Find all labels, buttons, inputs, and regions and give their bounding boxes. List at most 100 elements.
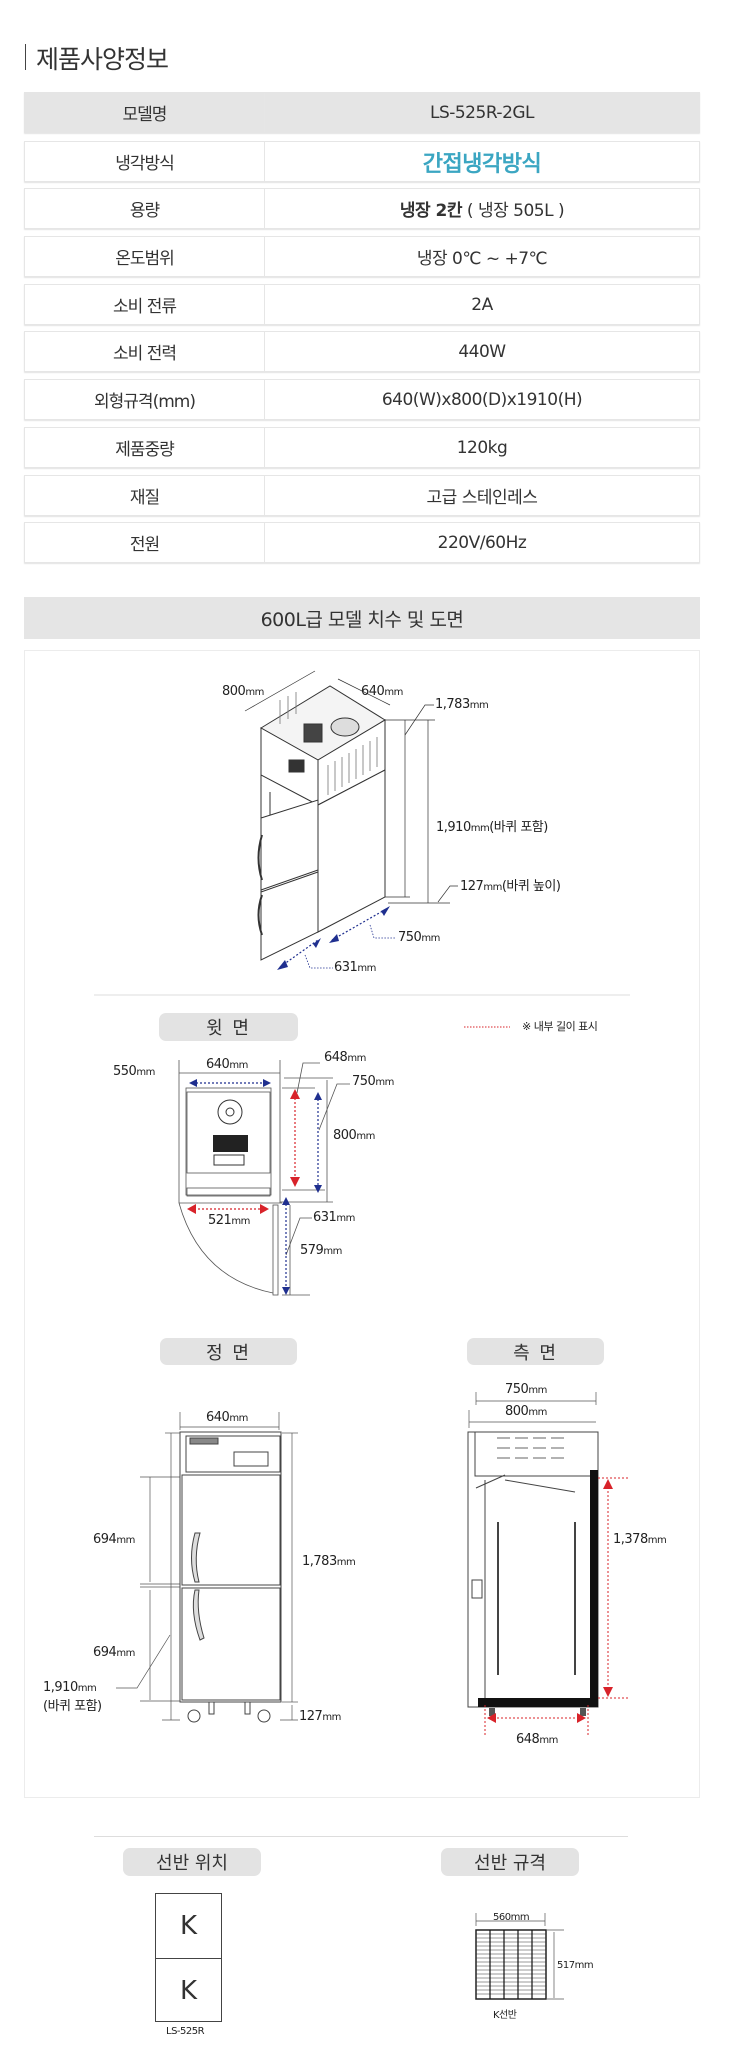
spec-row-current: 소비 전류 2A bbox=[24, 284, 700, 325]
side-inner-height-label: 1,378mm bbox=[613, 1532, 667, 1549]
shelf-depth-label: 517mm bbox=[557, 1958, 594, 1974]
spec-label: 용량 bbox=[25, 189, 265, 228]
spec-value: 440W bbox=[458, 341, 506, 362]
page-title: 제품사양정보 bbox=[36, 45, 169, 74]
dimension-value: 800 bbox=[222, 684, 246, 699]
spec-row-weight: 제품중량 120kg bbox=[24, 427, 700, 468]
dimension-value: 631 bbox=[313, 1210, 337, 1225]
unit-text: mm bbox=[357, 963, 376, 974]
top-depth-label: 800mm bbox=[333, 1128, 375, 1145]
spec-row-power-supply: 전원 220V/60Hz bbox=[24, 522, 700, 563]
top-door-open-label: 631mm bbox=[313, 1210, 355, 1227]
spec-value: 120kg bbox=[456, 437, 508, 458]
top-door-inner-label: 521mm bbox=[208, 1213, 250, 1230]
spec-row-material: 재질 고급 스테인레스 bbox=[24, 475, 700, 516]
dimension-value: 127 bbox=[460, 879, 484, 894]
spec-label: 냉각방식 bbox=[25, 142, 265, 181]
dimension-value: 521 bbox=[208, 1213, 232, 1228]
unit-text: mm bbox=[528, 1385, 547, 1396]
unit-text: mm bbox=[510, 1912, 530, 1923]
unit-text: mm bbox=[528, 1407, 547, 1418]
dimension-value: 800 bbox=[505, 1404, 529, 1419]
shelf-spec-title: 선반 규격 bbox=[441, 1848, 579, 1876]
spec-label: 제품중량 bbox=[25, 428, 265, 467]
dimension-value: 1,783 bbox=[302, 1554, 337, 1569]
shelf-width-label: 560mm bbox=[493, 1910, 530, 1926]
spec-label: 전원 bbox=[25, 523, 265, 562]
unit-text: mm bbox=[470, 823, 490, 834]
unit-text: mm bbox=[229, 1413, 248, 1424]
dimension-value: 648 bbox=[324, 1050, 348, 1065]
dimension-value: 1,378 bbox=[613, 1532, 648, 1547]
shelf-name-label: K선반 bbox=[493, 2010, 517, 2021]
top-view-title: 윗 면 bbox=[159, 1013, 298, 1041]
side-inner-depth-label: 750mm bbox=[505, 1382, 547, 1399]
unit-text: mm bbox=[231, 1216, 250, 1227]
front-total-height-note: (바퀴 포함) bbox=[43, 1699, 102, 1714]
spec-value: LS-525R-2GL bbox=[429, 102, 535, 123]
unit-text: mm bbox=[384, 687, 403, 698]
shelves-divider bbox=[94, 1836, 628, 1837]
title-accent-bar bbox=[25, 44, 26, 70]
dimension-value: 550 bbox=[113, 1064, 137, 1079]
side-inner-bottom-label: 648mm bbox=[516, 1732, 558, 1749]
unit-text: mm bbox=[336, 1213, 355, 1224]
unit-text: mm bbox=[322, 1712, 341, 1723]
spec-label: 소비 전력 bbox=[25, 332, 265, 371]
spec-row-power: 소비 전력 440W bbox=[24, 331, 700, 372]
front-width-label: 640mm bbox=[206, 1410, 248, 1427]
iso-wheel-height-label: 127mm(바퀴 높이) bbox=[460, 879, 561, 896]
dimension-value: 640 bbox=[361, 684, 385, 699]
dimension-value: 579 bbox=[300, 1243, 324, 1258]
front-wheel-height-label: 127mm bbox=[299, 1709, 341, 1726]
dimension-value: 1,783 bbox=[435, 697, 470, 712]
spec-value: 냉장 0℃ ~ +7℃ bbox=[416, 249, 548, 269]
unit-text: mm bbox=[245, 687, 264, 698]
spec-row-temperature: 온도범위 냉장 0℃ ~ +7℃ bbox=[24, 236, 700, 277]
dimension-value: 694 bbox=[93, 1532, 117, 1547]
drawings-section-header: 600L급 모델 치수 및 도면 bbox=[24, 597, 700, 639]
spec-label: 모델명 bbox=[25, 93, 265, 132]
dimension-value: (바퀴 높이) bbox=[501, 879, 561, 894]
side-depth-label: 800mm bbox=[505, 1404, 547, 1421]
spec-value: 냉장 2칸 ( 냉장 505L ) bbox=[265, 189, 699, 228]
unit-text: mm bbox=[421, 933, 440, 944]
dimension-value: 640 bbox=[206, 1410, 230, 1425]
shelf-position-upper: K bbox=[156, 1894, 221, 1959]
unit-text: mm bbox=[323, 1246, 342, 1257]
spec-value: 고급 스테인레스 bbox=[426, 488, 538, 508]
dimension-value: (바퀴 포함) bbox=[489, 820, 548, 835]
front-upper-door-label: 694mm bbox=[93, 1532, 135, 1549]
unit-text: mm bbox=[647, 1535, 667, 1546]
dimension-value: 648 bbox=[516, 1732, 540, 1747]
dimension-value: 800 bbox=[333, 1128, 357, 1143]
spec-value: 220V/60Hz bbox=[437, 532, 527, 553]
unit-text: mm bbox=[347, 1053, 366, 1064]
unit-text: mm bbox=[356, 1131, 375, 1142]
spec-value-detail: ( 냉장 505L ) bbox=[462, 201, 565, 221]
unit-text: mm bbox=[336, 1557, 356, 1568]
iso-inner-width-label: 631mm bbox=[334, 960, 376, 977]
dimension-value: 1,910 bbox=[43, 1680, 78, 1695]
iso-inner-depth-label: 750mm bbox=[398, 930, 440, 947]
dimension-value: 1,910 bbox=[436, 820, 471, 835]
iso-body-height-label: 1,783mm bbox=[435, 697, 489, 714]
spec-value: 2A bbox=[471, 294, 493, 315]
unit-text: mm bbox=[116, 1535, 135, 1546]
front-view-title: 정 면 bbox=[160, 1338, 297, 1365]
front-lower-door-label: 694mm bbox=[93, 1645, 135, 1662]
unit-text: mm bbox=[375, 1077, 394, 1088]
shelf-model-label: LS-525R bbox=[166, 2026, 205, 2037]
dimension-value: 750 bbox=[398, 930, 422, 945]
spec-label: 온도범위 bbox=[25, 237, 265, 276]
drawings-box bbox=[24, 650, 700, 1798]
unit-text: mm bbox=[116, 1648, 135, 1659]
unit-text: mm bbox=[469, 700, 489, 711]
spec-value: 640(W)x800(D)x1910(H) bbox=[381, 389, 583, 410]
side-view-title: 측 면 bbox=[467, 1338, 604, 1365]
top-door-width-label: 579mm bbox=[300, 1243, 342, 1260]
shelf-position-diagram: K K bbox=[155, 1893, 222, 2022]
spec-value-accent: 간접냉각방식 bbox=[422, 151, 542, 177]
spec-row-dimensions: 외형규격(mm) 640(W)x800(D)x1910(H) bbox=[24, 379, 700, 420]
